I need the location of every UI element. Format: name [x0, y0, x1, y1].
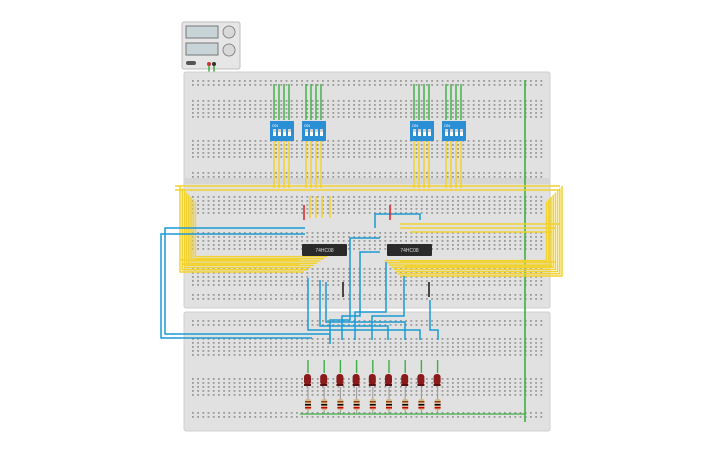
led[interactable]	[433, 374, 441, 386]
power-supply[interactable]	[181, 21, 241, 70]
ic-chip-2[interactable]: 74HC08	[387, 244, 432, 256]
resistor[interactable]	[321, 387, 328, 414]
led[interactable]	[336, 374, 344, 386]
led[interactable]	[304, 374, 311, 386]
chip-label: 74HC08	[315, 248, 334, 254]
svg-text:ON: ON	[444, 123, 450, 128]
resistor[interactable]	[305, 387, 311, 414]
led[interactable]	[417, 374, 425, 386]
svg-text:ON: ON	[272, 123, 278, 128]
dip-switch[interactable]: ON	[270, 121, 294, 141]
resistor[interactable]	[418, 387, 425, 414]
chip-label: 74HC08	[400, 248, 419, 254]
resistor[interactable]	[402, 387, 409, 414]
dip-switch[interactable]: ON	[442, 121, 466, 141]
led[interactable]	[401, 374, 409, 386]
resistor[interactable]	[386, 387, 392, 414]
svg-text:ON: ON	[412, 123, 418, 128]
resistor[interactable]	[434, 387, 441, 414]
signal-wires	[175, 141, 563, 277]
svg-text:ON: ON	[304, 123, 310, 128]
resistor[interactable]	[369, 387, 376, 414]
led[interactable]	[320, 374, 328, 386]
ic-chip-1[interactable]: 74HC08	[302, 244, 347, 256]
led[interactable]	[368, 374, 376, 386]
led[interactable]	[352, 374, 360, 386]
resistor[interactable]	[353, 387, 360, 414]
logic-wires	[160, 213, 439, 344]
dip-switch[interactable]: ON	[302, 121, 326, 141]
resistor[interactable]	[337, 387, 344, 414]
dip-switch[interactable]: ON	[410, 121, 434, 141]
led[interactable]	[385, 374, 392, 386]
